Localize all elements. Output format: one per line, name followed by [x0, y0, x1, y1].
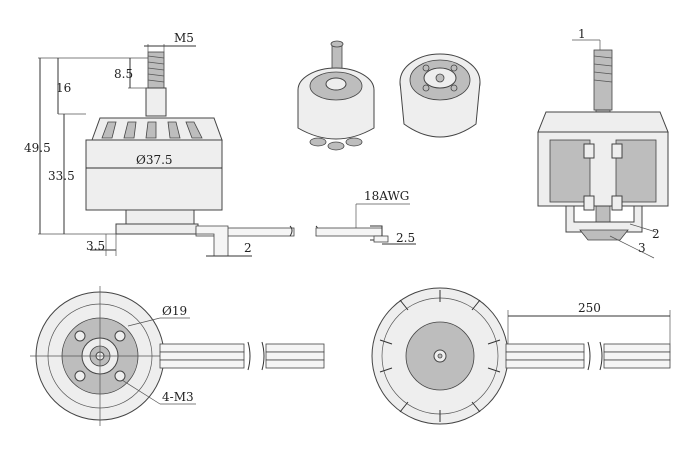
dim-shaft-height: 16: [56, 81, 71, 95]
section-callout-1: 1: [578, 27, 586, 41]
dim-lead-length: 250: [578, 301, 601, 315]
mount-hole-4: [114, 370, 126, 382]
dim-wire-offset: 2: [244, 241, 252, 255]
side-view: 49.5 16 33.5 8.5 M5 Ø37.5 3.5 2 18AWG 2.…: [24, 31, 416, 257]
section-callout-2: 2: [652, 227, 660, 241]
motor-base: [125, 209, 195, 225]
wire-end: [315, 227, 383, 237]
section-callout-3: 3: [638, 241, 646, 255]
motor-body: [85, 139, 223, 211]
section-view: 1 2 3: [537, 27, 669, 259]
dim-mount-circle: Ø19: [162, 304, 187, 318]
dim-mount-holes: 4-M3: [162, 390, 194, 404]
perspective-view-top: [297, 40, 375, 151]
dim-thread-length: 8.5: [114, 67, 133, 81]
dim-shaft-thread: M5: [174, 31, 194, 45]
dim-total-height: 49.5: [24, 141, 51, 155]
mount-hole-2: [114, 330, 126, 342]
dim-wire-end: 2.5: [396, 231, 415, 245]
base-flange: [115, 223, 199, 235]
dim-body-height: 33.5: [48, 169, 75, 183]
top-view: 250: [371, 287, 671, 425]
shaft: [145, 87, 167, 117]
mount-hole-1: [74, 330, 86, 342]
mount-hole-3: [74, 370, 86, 382]
dim-base-height: 3.5: [86, 239, 105, 253]
perspective-view-bottom: [399, 53, 481, 138]
dim-body-diameter: Ø37.5: [136, 153, 173, 167]
bottom-view: Ø19 4-M3: [30, 286, 325, 426]
dim-wire-gauge: 18AWG: [364, 189, 409, 203]
